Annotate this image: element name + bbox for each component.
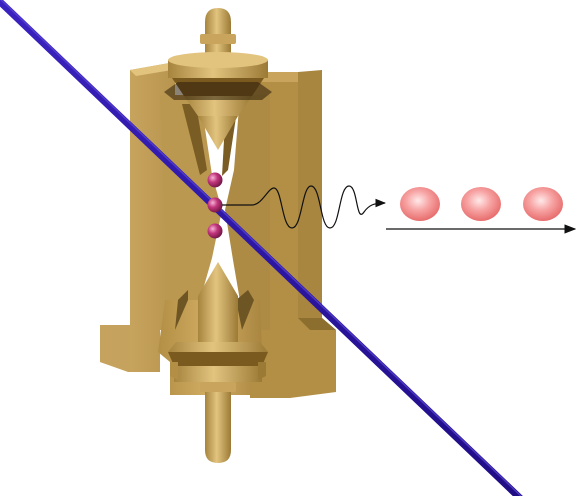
propagating-photons — [400, 187, 563, 221]
sine-wavepacket-icon — [222, 185, 387, 229]
photon — [461, 187, 501, 221]
photon — [400, 187, 440, 221]
right-electrode-block — [250, 70, 336, 398]
bottom-needle-electrode — [168, 262, 268, 463]
ion-trap-electrode-assembly — [100, 8, 336, 463]
top-needle-electrode — [164, 8, 272, 150]
photon-wavepacket — [222, 185, 387, 229]
trapped-ion — [207, 223, 223, 239]
laser-beam — [0, 0, 523, 496]
trapped-ion — [207, 197, 223, 213]
trapped-ion — [207, 172, 223, 188]
left-electrode-block — [100, 62, 175, 372]
photon — [523, 187, 563, 221]
trapped-ions — [207, 172, 223, 239]
